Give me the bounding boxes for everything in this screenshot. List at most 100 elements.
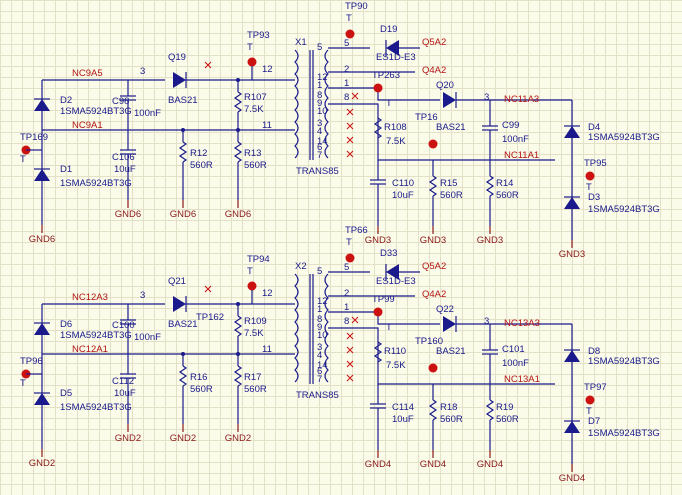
no-connect-mark	[346, 122, 354, 130]
transformer-pin-label: 1	[317, 304, 322, 315]
c99-label: C101	[502, 344, 525, 355]
gnd-e-label: GND3	[365, 235, 391, 246]
transformer-pin-label: 3	[317, 118, 322, 129]
transformer-pin-label: 14	[317, 360, 328, 371]
transformer-pin-label: 8	[317, 90, 322, 101]
r12-val: 560R	[190, 384, 213, 395]
sec-wire-8	[328, 103, 555, 161]
tp-t-label: T	[247, 42, 253, 53]
gnd-d-label: GND2	[225, 433, 251, 444]
d3-diode	[564, 421, 580, 433]
gnd-b-label: GND6	[115, 209, 141, 220]
net-q4-label: Q4A2	[422, 65, 446, 76]
transformer-pin-label: 10	[317, 330, 328, 341]
net-a-label: NC9A5	[72, 68, 103, 79]
pin-1-label: 1	[344, 302, 349, 313]
q-right-diode	[443, 316, 456, 332]
pin-12-label: 12	[262, 64, 273, 75]
gnd-a-label: GND2	[29, 458, 55, 469]
d3-part: 1SMA5924BT3G	[588, 428, 660, 439]
test-point	[247, 281, 257, 291]
tp-t-label: T	[247, 266, 253, 277]
sec-wire-1	[328, 311, 440, 325]
pin-8-label: 8	[344, 316, 349, 327]
r13-label: R17	[244, 372, 261, 383]
c-left-label: C98	[112, 96, 129, 107]
r108-val: 7.5K	[386, 360, 406, 371]
q-left-diode	[173, 296, 186, 312]
tp-far-label: TP97	[584, 382, 607, 393]
d19-part: ES1D-E3	[376, 52, 416, 63]
test-point	[585, 395, 595, 405]
d-left1-diode	[34, 323, 50, 335]
pin-3-label: 3	[140, 66, 145, 77]
d3-label: D7	[588, 416, 600, 427]
d3-part: 1SMA5924BT3G	[588, 204, 660, 215]
c-left-val: 100nF	[134, 108, 161, 119]
d4-part: 1SMA5924BT3G	[588, 132, 660, 143]
q-left-part: BAS21	[168, 95, 198, 106]
r12-res	[178, 141, 188, 163]
transformer-pin-label: 8	[317, 314, 322, 325]
r107-val: 7.5K	[244, 104, 264, 115]
r108-res	[373, 341, 383, 363]
q-right-label: Q22	[436, 304, 454, 315]
test-point	[585, 171, 595, 181]
tp-top-label: TP66	[345, 225, 368, 236]
tp-t-label: T	[20, 378, 26, 389]
c110-val: 10uF	[392, 190, 414, 201]
transformer-pin-label: 5	[317, 266, 322, 277]
gnd-h-label: GND3	[559, 249, 585, 260]
transformer-pin-label: 6	[317, 366, 322, 377]
x-label: X2	[295, 261, 307, 272]
transformer-pin-label: 9	[317, 98, 322, 109]
tp-extra-label: TP162	[196, 312, 224, 323]
no-connect-mark	[346, 374, 354, 382]
d4-label: D8	[588, 346, 600, 357]
d-left1-diode	[34, 99, 50, 111]
q-left-diode	[173, 72, 186, 88]
transformer-pin-label: 7	[317, 150, 322, 161]
gnd-f-label: GND4	[420, 459, 446, 470]
r13-res	[233, 365, 243, 387]
pin-11-label: 11	[262, 120, 272, 131]
junction-dot	[236, 128, 240, 132]
junction-dot	[236, 302, 240, 306]
pin-2-label: 2	[344, 288, 349, 299]
r107-label: R109	[244, 316, 267, 327]
no-connect-mark	[346, 136, 354, 144]
x-label: X1	[295, 37, 307, 48]
tp-t-label: T	[386, 322, 392, 333]
gnd-a-label: GND6	[29, 234, 55, 245]
no-connect-mark	[204, 285, 212, 293]
tp-t-label: T	[586, 182, 592, 193]
pin-3b-label: 3	[484, 316, 489, 327]
r14-val: 560R	[496, 414, 519, 425]
d3-label: D3	[588, 192, 600, 203]
tp-top-label: TP90	[345, 1, 368, 12]
tp-mid2-label: TP99	[372, 294, 395, 305]
no-connect-mark	[346, 332, 354, 340]
r107-label: R107	[244, 92, 267, 103]
pin-5-label: 5	[344, 262, 349, 273]
no-connect-mark	[204, 61, 212, 69]
r14-label: R19	[496, 402, 513, 413]
transformer-pin-label: 10	[317, 106, 328, 117]
no-connect-mark	[346, 150, 354, 158]
r107-res	[233, 315, 243, 337]
r14-res	[485, 175, 495, 197]
c-left2-label: C106	[112, 152, 135, 163]
transformer-pin-label: 9	[317, 322, 322, 333]
junction-dot	[181, 352, 185, 356]
q-left-part: BAS21	[168, 319, 198, 330]
net-q5-label: Q5A2	[422, 261, 446, 272]
x-part: TRANS85	[296, 390, 339, 401]
c-left2-val: 10uF	[114, 164, 136, 175]
r107-res	[233, 91, 243, 113]
transformer-primary	[294, 273, 299, 383]
q-right-part: BAS21	[436, 346, 466, 357]
r108-res	[373, 117, 383, 139]
tp-left-label: TP96	[20, 356, 43, 367]
d4-diode	[564, 126, 580, 138]
q-left-label: Q21	[168, 276, 186, 287]
